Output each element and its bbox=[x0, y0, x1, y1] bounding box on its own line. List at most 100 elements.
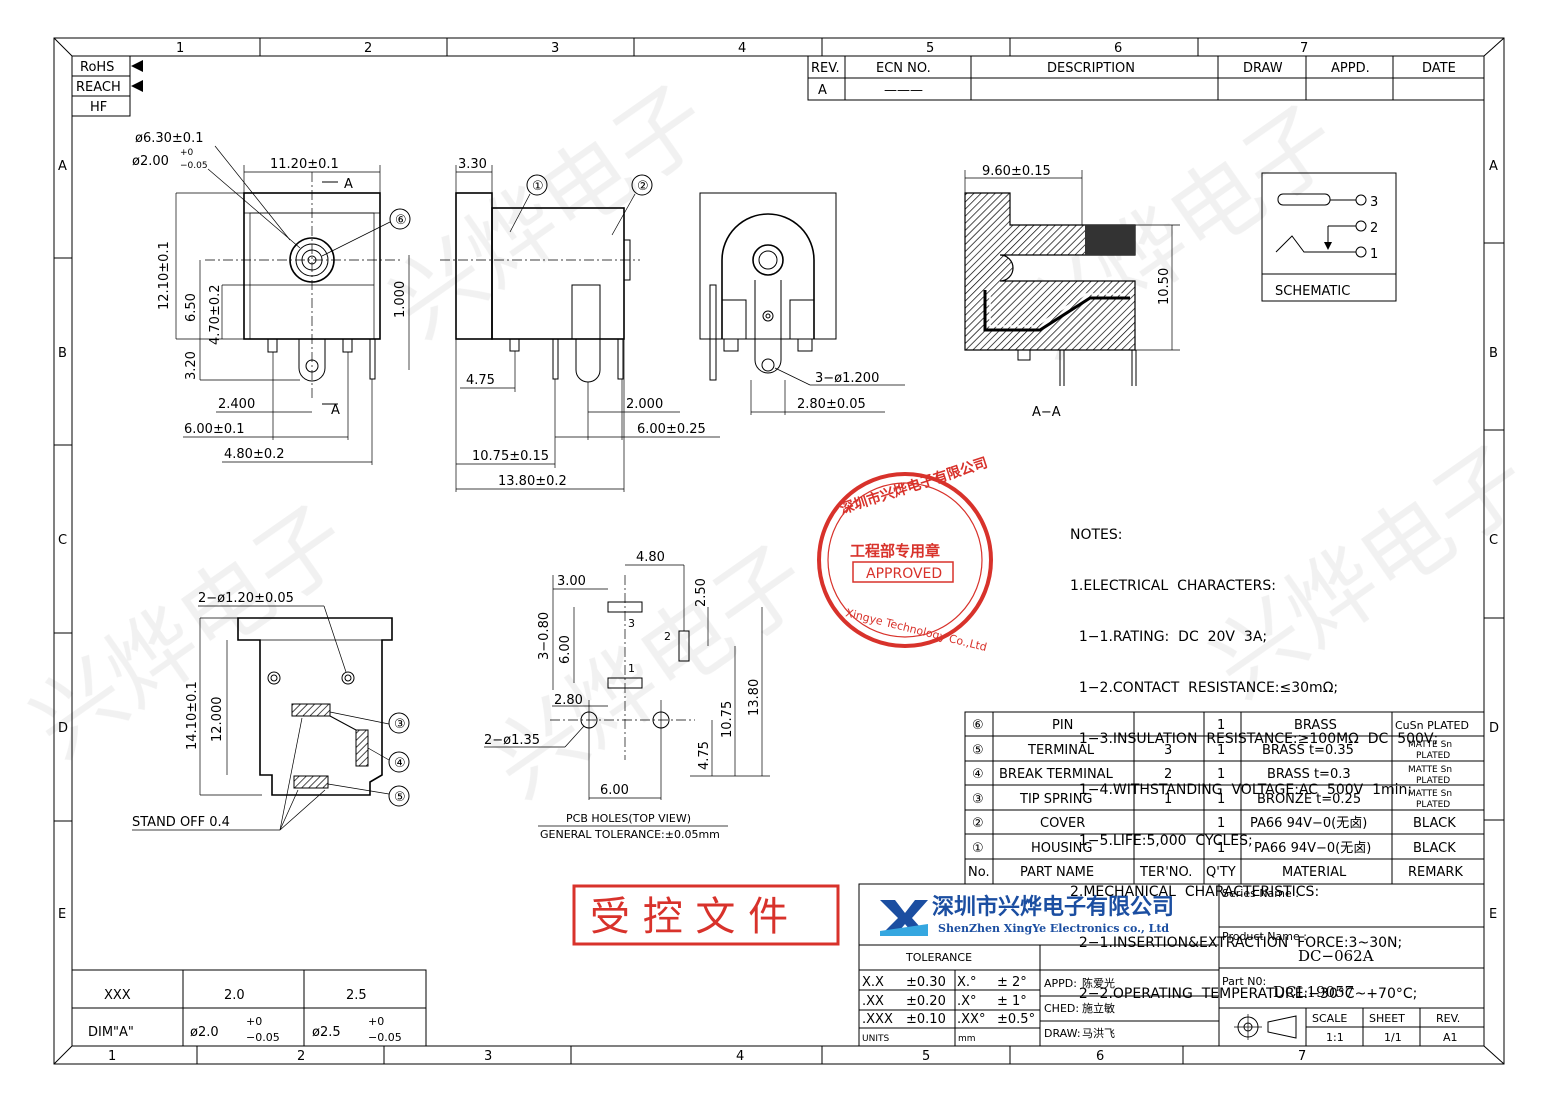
svg-text:———: ——— bbox=[884, 83, 923, 98]
svg-text:A1: A1 bbox=[1443, 1031, 1458, 1044]
svg-text:1: 1 bbox=[1217, 841, 1225, 856]
svg-text:⑤: ⑤ bbox=[972, 743, 984, 758]
approval-stamp: 深圳市兴烨电子有限公司 工程部专用章 APPROVED Xingye Techn… bbox=[817, 454, 993, 654]
svg-text:⑥: ⑥ bbox=[395, 213, 407, 228]
svg-text:UNITS: UNITS bbox=[862, 1034, 889, 1044]
bom-header: No. PART NAME TER'NO. Q'TY MATERIAL REMA… bbox=[968, 865, 1463, 880]
svg-text:2: 2 bbox=[364, 41, 372, 56]
svg-text:Product Name :: Product Name : bbox=[1222, 930, 1307, 943]
svg-text:APPROVED: APPROVED bbox=[866, 566, 942, 582]
svg-text:12.10±0.1: 12.10±0.1 bbox=[157, 241, 172, 310]
hf-label: HF bbox=[90, 100, 107, 115]
svg-text:DRAW: DRAW bbox=[1243, 61, 1283, 76]
svg-text:①: ① bbox=[532, 179, 544, 194]
svg-text:2.80: 2.80 bbox=[554, 693, 583, 708]
controlled-document-stamp: 受 控 文 件 bbox=[572, 884, 840, 946]
note-line: 1−4.WITHSTANDING VOLTAGE:AC 500V 1min; bbox=[1070, 782, 1413, 798]
svg-text:SCHEMATIC: SCHEMATIC bbox=[1275, 284, 1350, 299]
svg-text:2: 2 bbox=[1370, 221, 1378, 236]
svg-text:4.75: 4.75 bbox=[466, 373, 495, 388]
svg-text:3.00: 3.00 bbox=[557, 574, 586, 589]
bom-row: ⑤ TERMINAL 3 1 BRASS t=0.35 MATTE Sn PLA… bbox=[972, 740, 1452, 761]
bom-row: ③ TIP SPRING 1 1 BRONZE t=0.25 MATTE Sn … bbox=[972, 789, 1452, 810]
bom-row: ② COVER 1 PA66 94V−0(无卤) BLACK bbox=[972, 815, 1456, 831]
svg-text:BRASS t=0.3: BRASS t=0.3 bbox=[1267, 767, 1351, 782]
svg-text:mm: mm bbox=[958, 1034, 976, 1044]
border-frame bbox=[53, 37, 1505, 1065]
svg-text:No.: No. bbox=[968, 865, 990, 880]
svg-text:工程部专用章: 工程部专用章 bbox=[850, 542, 940, 560]
svg-text:5: 5 bbox=[926, 41, 934, 56]
svg-text:施立敏: 施立敏 bbox=[1082, 1001, 1115, 1015]
svg-text:1.000: 1.000 bbox=[393, 281, 408, 318]
note-line: 1−2.CONTACT RESISTANCE:≤30mΩ; bbox=[1070, 680, 1339, 696]
svg-text:Series Name :: Series Name : bbox=[1222, 887, 1299, 900]
svg-text:3.20: 3.20 bbox=[184, 351, 199, 380]
svg-text:13.80±0.2: 13.80±0.2 bbox=[498, 474, 567, 489]
title-block: 深圳市兴烨电子有限公司 ShenZhen XingYe Electronics … bbox=[858, 883, 1485, 1047]
svg-text:SCALE: SCALE bbox=[1312, 1012, 1347, 1025]
svg-text:CuSn PLATED: CuSn PLATED bbox=[1395, 719, 1469, 732]
svg-text:④: ④ bbox=[972, 767, 984, 782]
svg-text:14.10±0.1: 14.10±0.1 bbox=[185, 681, 200, 750]
svg-text:.XXX: .XXX bbox=[862, 1012, 893, 1027]
svg-text:PLATED: PLATED bbox=[1416, 751, 1450, 761]
svg-text:2: 2 bbox=[1164, 767, 1172, 782]
svg-text:X.X: X.X bbox=[862, 975, 884, 990]
svg-text:STAND OFF 0.4: STAND OFF 0.4 bbox=[132, 815, 230, 830]
svg-text:④: ④ bbox=[394, 756, 406, 771]
svg-text:C: C bbox=[1489, 533, 1498, 548]
svg-text:1: 1 bbox=[176, 41, 184, 56]
svg-text:兴烨电子: 兴烨电子 bbox=[472, 526, 827, 818]
svg-text:3: 3 bbox=[628, 617, 635, 630]
svg-text:SHEET: SHEET bbox=[1369, 1012, 1405, 1025]
company-logo-icon bbox=[880, 900, 928, 936]
svg-text:1: 1 bbox=[1217, 816, 1225, 831]
svg-text:REV.: REV. bbox=[1436, 1012, 1460, 1025]
svg-text:BRONZE t=0.25: BRONZE t=0.25 bbox=[1257, 792, 1361, 807]
svg-text:BREAK TERMINAL: BREAK TERMINAL bbox=[999, 767, 1114, 782]
svg-text:⑤: ⑤ bbox=[394, 790, 406, 805]
section-a-a: 9.60±0.15 10.50 A−A bbox=[964, 164, 1180, 420]
bom-row: ④ BREAK TERMINAL 2 1 BRASS t=0.3 MATTE S… bbox=[972, 765, 1452, 786]
svg-text:REMARK: REMARK bbox=[1408, 865, 1463, 880]
note-line: 2−2.OPERATING TEMPERATURE:−30°C~+70°C; bbox=[1070, 986, 1418, 1002]
svg-text:①: ① bbox=[972, 841, 984, 856]
svg-text:REV.: REV. bbox=[811, 61, 840, 76]
svg-text:MATTE Sn: MATTE Sn bbox=[1408, 765, 1452, 775]
svg-text:BRASS t=0.35: BRASS t=0.35 bbox=[1262, 743, 1354, 758]
svg-text:1: 1 bbox=[108, 1049, 116, 1064]
svg-text:A: A bbox=[331, 403, 340, 418]
svg-text:6.50: 6.50 bbox=[184, 293, 199, 322]
svg-text:受 控 文 件: 受 控 文 件 bbox=[590, 894, 788, 940]
front-view: 11.20±0.1 A ø6.30±0.1 ø2.00 +0 −0.05 12.… bbox=[132, 131, 411, 465]
note-line: 1−3.INSULATION RESISTANCE:≥100MΩ DC 500V… bbox=[1070, 731, 1439, 747]
svg-text:2: 2 bbox=[664, 630, 671, 643]
svg-text:1/1: 1/1 bbox=[1384, 1031, 1402, 1044]
svg-text:ø2.0: ø2.0 bbox=[190, 1025, 219, 1040]
svg-text:6.00±0.1: 6.00±0.1 bbox=[184, 422, 245, 437]
svg-text:PLATED: PLATED bbox=[1416, 776, 1450, 786]
svg-text:+0: +0 bbox=[246, 1015, 262, 1028]
svg-text:D: D bbox=[58, 721, 68, 736]
svg-text:±0.30: ±0.30 bbox=[906, 975, 946, 990]
svg-text:2.5: 2.5 bbox=[346, 988, 367, 1003]
svg-text:ø2.5: ø2.5 bbox=[312, 1025, 341, 1040]
notes-block: NOTES: 1.ELECTRICAL CHARACTERS: 1−1.RATI… bbox=[1070, 493, 1438, 1020]
svg-text:BLACK: BLACK bbox=[1413, 841, 1456, 856]
svg-text:马洪飞: 马洪飞 bbox=[1082, 1026, 1115, 1040]
svg-text:D: D bbox=[1489, 721, 1499, 736]
svg-text:10.50: 10.50 bbox=[1157, 268, 1172, 305]
svg-text:兴烨电子: 兴烨电子 bbox=[372, 66, 727, 358]
svg-text:4.80: 4.80 bbox=[636, 550, 665, 565]
bom-rows: ⑥ PIN 1 BRASS CuSn PLATED ⑤ TERMINAL 3 1… bbox=[968, 718, 1469, 880]
bom-row: ① HOUSING 1 PA66 94V−0(无卤) BLACK bbox=[972, 840, 1456, 856]
svg-text:4.80±0.2: 4.80±0.2 bbox=[224, 447, 285, 462]
note-line: 1−1.RATING: DC 20V 3A; bbox=[1070, 629, 1268, 645]
svg-text:10.75±0.15: 10.75±0.15 bbox=[472, 449, 549, 464]
schematic: SCHEMATIC 3 2 1 bbox=[1261, 172, 1397, 302]
dim-a-table: XXX 2.0 2.5 DIM"A" ø2.0 +0 −0.05 ø2.5 +0… bbox=[71, 969, 427, 1047]
svg-text:APPD.: APPD. bbox=[1331, 61, 1370, 76]
svg-text:⑥: ⑥ bbox=[972, 718, 984, 733]
svg-text:PA66 94V−0(无卤): PA66 94V−0(无卤) bbox=[1254, 840, 1371, 856]
